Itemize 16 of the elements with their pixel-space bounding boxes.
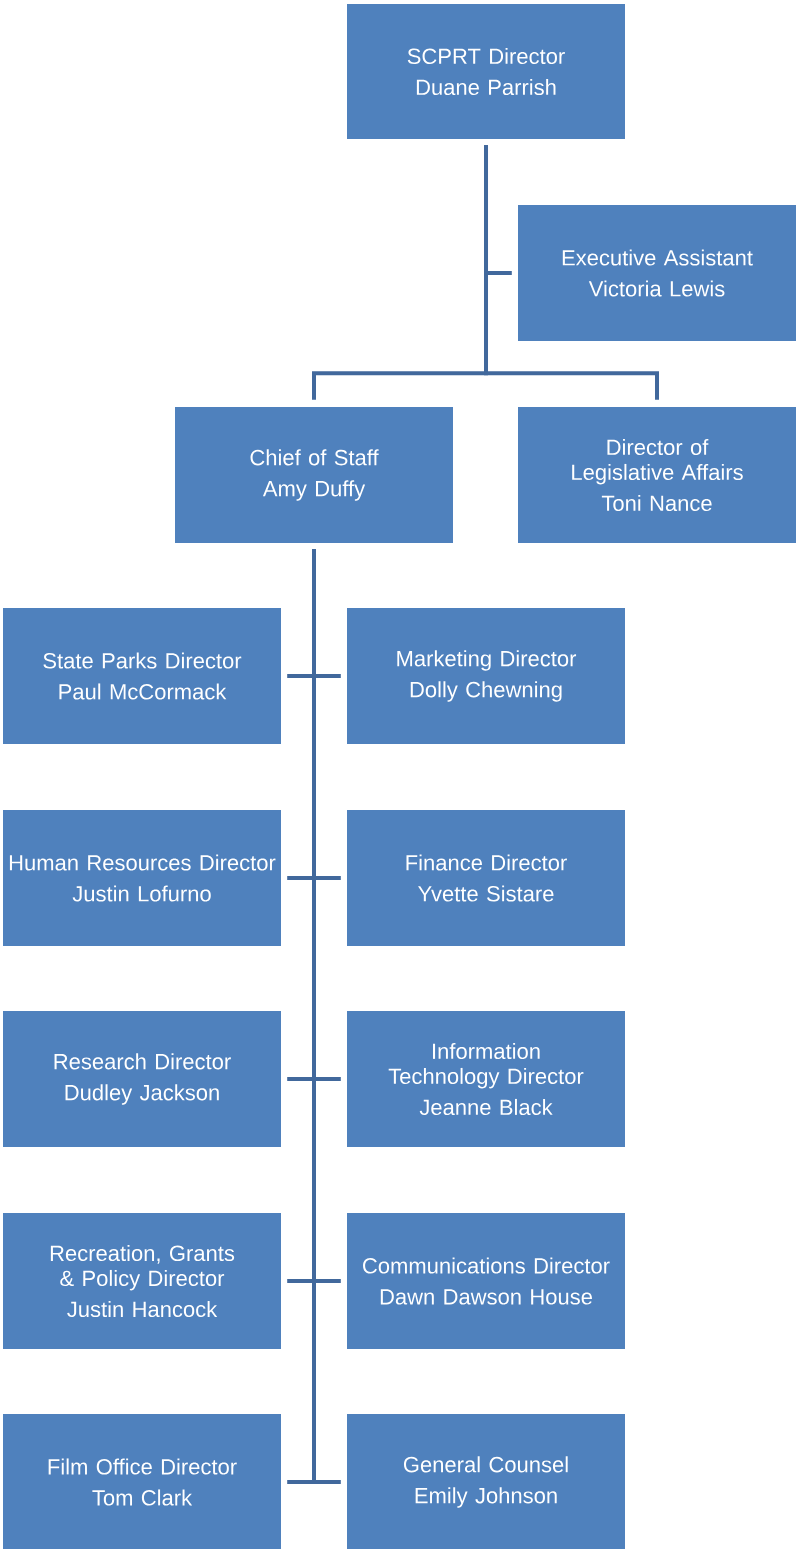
org-box: Communications Director Dawn Dawson House [347,1213,625,1349]
org-box: Recreation, Grants & Policy Director Justin Hancock [3,1213,281,1349]
org-box: General Counsel Emily Johnson [347,1414,625,1549]
org-box: Research Director Dudley Jackson [3,1011,281,1147]
connector-line [484,145,659,400]
org-box: SCPRT Director Duane Parrish [347,4,625,139]
org-box: Chief of Staff Amy Duffy [175,407,453,543]
org-box: Marketing Director Dolly Chewning [347,608,625,744]
connector-line [312,549,341,1484]
org-box: Film Office Director Tom Clark [3,1414,281,1549]
org-box: State Parks Director Paul McCormack [3,608,281,744]
org-box: Executive Assistant Victoria Lewis [518,205,796,341]
org-box: Director of Legislative Affairs Toni Nance [518,407,796,543]
org-box: Human Resources Director Justin Lofurno [3,810,281,946]
org-box: Finance Director Yvette Sistare [347,810,625,946]
org-box: Information Technology Director Jeanne Black [347,1011,625,1147]
